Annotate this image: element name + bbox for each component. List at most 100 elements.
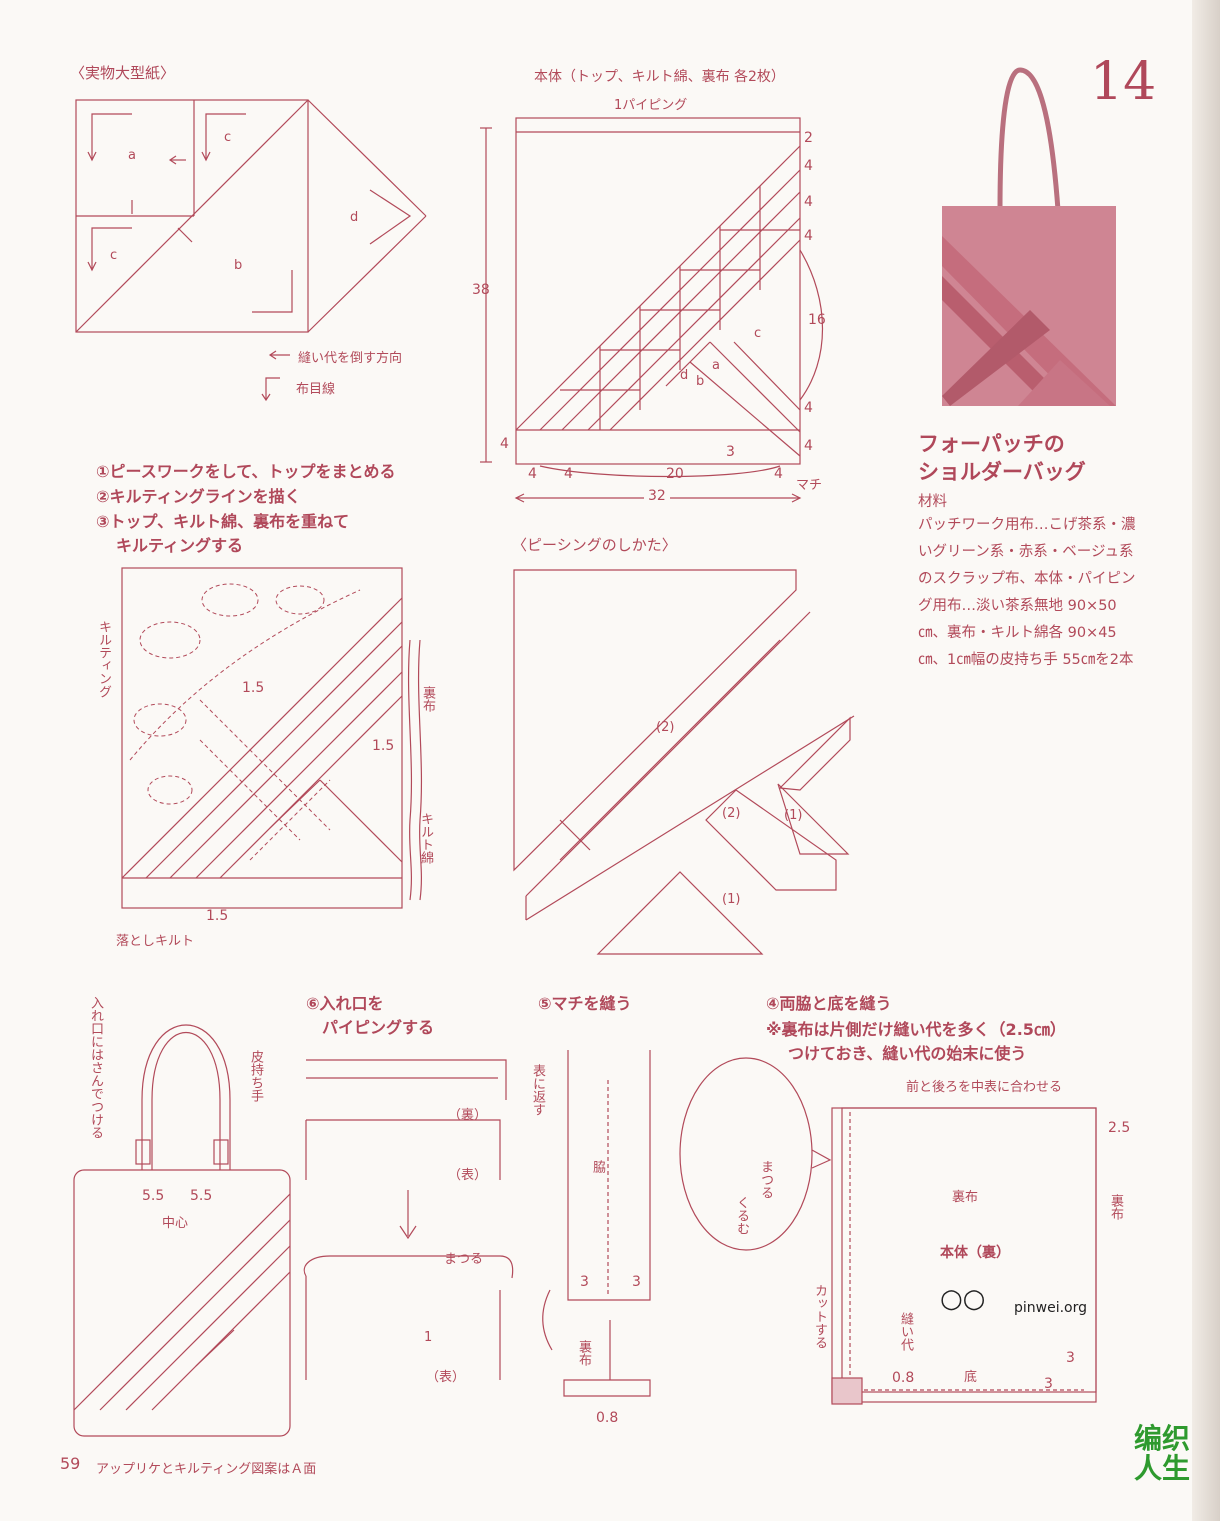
finished-bag-drawing: [73, 1024, 291, 1437]
body-piece-c: c: [754, 326, 762, 341]
step-3-cont: キルティングする: [116, 536, 244, 555]
offset-right: 5.5: [190, 1188, 213, 1204]
cut-label: カットする: [812, 1284, 827, 1349]
piece-label-c-2: c: [110, 248, 118, 263]
bottom-dim-1: 4: [528, 466, 537, 482]
bottom-label: 底: [964, 1370, 978, 1385]
piecing-order-1: (2): [656, 720, 675, 735]
seam-allowance-value: 0.8: [892, 1370, 915, 1386]
step4-lining-label: 裏布: [952, 1190, 979, 1205]
center-label: 中心: [162, 1216, 189, 1231]
spacing-3: 1.5: [206, 908, 229, 924]
watermark-site: pinwei.org: [1014, 1300, 1088, 1316]
step5-dim-2: 3: [632, 1274, 641, 1290]
piecing-order-4: (1): [722, 892, 741, 907]
step6-title-line1: ⑥入れ口を: [306, 994, 384, 1013]
step6-front-label2: （表）: [426, 1370, 466, 1385]
body-piece-d: d: [680, 368, 689, 383]
lining-side-label: 裏布: [1108, 1194, 1123, 1220]
piece-label-a: a: [128, 148, 136, 163]
right-dim-5: 16: [808, 312, 826, 328]
quilting-diagram-drawing: [121, 567, 423, 909]
bag-title-line2: ショルダーバッグ: [918, 460, 1086, 484]
height-dim: 38: [472, 282, 490, 298]
piping-label: 1パイピング: [614, 98, 688, 113]
seam-allowance-label: 縫い代: [898, 1312, 913, 1351]
piece-label-d: d: [350, 210, 359, 225]
legend-grain-line: 布目線: [296, 382, 336, 397]
step4-body-label: 本体（裏）: [940, 1245, 1010, 1261]
bottom-dim-5: 4: [774, 466, 783, 482]
step4-title: ④両脇と底を縫う: [766, 994, 892, 1013]
step-1: ①ピースワークをして、トップをまとめる: [96, 462, 396, 481]
piecing-diagram-drawing: [513, 569, 855, 955]
step6-front-label: （表）: [448, 1168, 488, 1183]
quilting-label: キルティング: [96, 620, 111, 698]
offset-left: 5.5: [142, 1188, 165, 1204]
right-dim-2: 4: [804, 158, 813, 174]
piecing-order-2: (2): [722, 806, 741, 821]
materials-heading: 材料: [918, 494, 947, 510]
step4-dim-2: 3: [1044, 1376, 1053, 1392]
insert-note: 入れ口にはさんでつける: [88, 996, 103, 1139]
step5-title: ⑤マチを縫う: [538, 994, 632, 1013]
step4-dim-1: 3: [1066, 1350, 1075, 1366]
bottom-dim-4: 3: [726, 444, 735, 460]
align-label: 前と後ろを中表に合わせる: [906, 1080, 1063, 1095]
right-dim-1: 2: [804, 130, 813, 146]
step4-drawing: [679, 1057, 1097, 1405]
lining-label: 裏布: [420, 686, 435, 712]
right-dim-3: 4: [804, 194, 813, 210]
turn-label: 表に返す: [530, 1064, 545, 1116]
full-size-pattern-drawing: [75, 99, 427, 402]
step6-drawing: [303, 1059, 514, 1380]
materials-text: パッチワーク用布…こげ茶系・濃いグリーン系・赤系・ベージュ系のスクラップ布、本体…: [918, 517, 1136, 668]
watermark-logo-icon: ○○: [940, 1284, 986, 1314]
detail-whip-label: まつる: [758, 1160, 773, 1199]
stitch-in-ditch-label: 落としキルト: [116, 934, 195, 949]
step6-whip-label: まつる: [444, 1252, 484, 1267]
body-panel-drawing: [480, 117, 823, 503]
body-panel-title: 本体（トップ、キルト綿、裏布 各2枚）: [534, 69, 785, 85]
full-size-pattern-title: 〈実物大型紙〉: [70, 64, 176, 82]
spacing-1: 1.5: [242, 680, 265, 696]
handle-label: 皮持ち手: [248, 1050, 263, 1102]
piecing-order-3: (1): [784, 808, 803, 823]
left-dim: 4: [500, 436, 509, 452]
step5-seam: 0.8: [596, 1410, 619, 1426]
piece-label-b: b: [234, 258, 243, 273]
step6-title-line2: パイピングする: [322, 1018, 435, 1037]
pattern-number: 14: [1090, 52, 1157, 112]
right-dim-7: 4: [804, 438, 813, 454]
body-piece-b: b: [696, 374, 705, 389]
allowance-dim: 2.5: [1108, 1120, 1131, 1136]
body-piece-a: a: [712, 358, 720, 373]
step5-side-label: 脇: [590, 1160, 605, 1173]
step4-note-2: つけておき、縫い代の始末に使う: [788, 1044, 1027, 1063]
bag-photo: [940, 60, 1120, 410]
step5-drawing: [542, 1050, 651, 1397]
gusset-label: マチ: [796, 478, 823, 493]
detail-wrap-label: くるむ: [734, 1196, 749, 1235]
step-3: ③トップ、キルト綿、裏布を重ねて: [96, 512, 350, 531]
step4-note-1: ※裏布は片側だけ縫い代を多く（2.5㎝）: [766, 1020, 1066, 1039]
piece-label-c-1: c: [224, 130, 232, 145]
piecing-title: 〈ピーシングのしかた〉: [512, 536, 677, 554]
step-2: ②キルティングラインを描く: [96, 487, 301, 506]
bottom-dim-3: 20: [666, 466, 684, 482]
right-dim-4: 4: [804, 228, 813, 244]
spacing-2: 1.5: [372, 738, 395, 754]
width-dim: 32: [644, 488, 670, 504]
step6-back-label: （裏）: [448, 1108, 488, 1123]
bottom-dim-2: 4: [564, 466, 573, 482]
batting-label: キルト綿: [418, 812, 433, 864]
bag-title-line1: フォーパッチの: [918, 432, 1065, 456]
step5-lining-label: 裏布: [576, 1340, 591, 1366]
legend-seam-direction: 縫い代を倒す方向: [298, 351, 403, 366]
footer-note: アップリケとキルティング図案はＡ面: [96, 1462, 317, 1477]
watermark-brand: 编织人生: [1134, 1422, 1191, 1485]
right-dim-6: 4: [804, 400, 813, 416]
step5-dim-1: 3: [580, 1274, 589, 1290]
step6-one: 1: [424, 1330, 433, 1345]
